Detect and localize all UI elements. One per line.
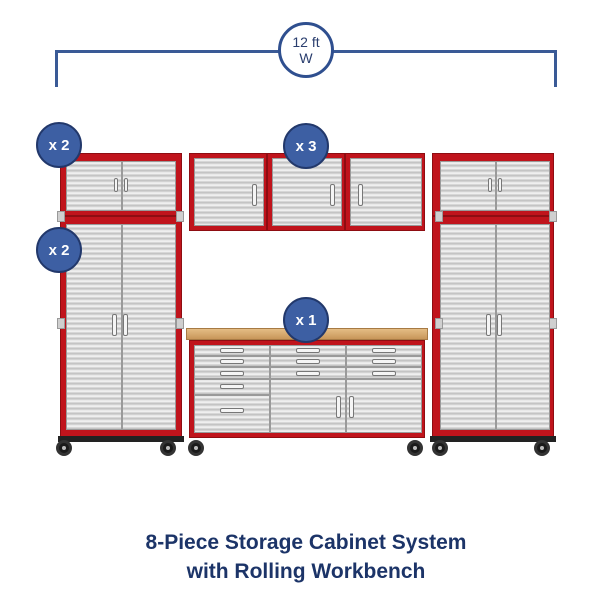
caption-line-2: with Rolling Workbench — [186, 560, 426, 583]
wall-cabinet-1 — [189, 153, 267, 231]
caption-line-1: 8-Piece Storage Cabinet System — [145, 531, 467, 554]
caster-wheel — [56, 440, 72, 456]
door-handle — [488, 178, 492, 192]
drawer-handle — [296, 348, 320, 353]
quantity-badge-workbench: x 1 — [283, 297, 329, 343]
door-handle — [358, 184, 363, 206]
caster-wheel — [160, 440, 176, 456]
door-handle — [123, 314, 128, 336]
door-handle — [498, 178, 502, 192]
quantity-badge-wall-cabinets: x 3 — [283, 123, 329, 169]
badge-text: x 1 — [295, 311, 317, 329]
wall-cabinet-3 — [345, 153, 425, 231]
door-handle — [252, 184, 257, 206]
drawer-handle — [296, 359, 320, 364]
drawer-handle — [220, 359, 244, 364]
drawer-handle — [220, 384, 244, 389]
door-handle — [349, 396, 354, 418]
door-handle — [124, 178, 128, 192]
drawer-handle — [220, 371, 244, 376]
quantity-badge-upper-cabinets: x 2 — [36, 122, 82, 168]
left-upper-door-left — [66, 161, 122, 211]
drawer-handle — [372, 348, 396, 353]
bracket — [435, 211, 443, 222]
drawer-handle — [296, 371, 320, 376]
right-upper-door-right — [496, 161, 550, 211]
right-upper-cabinet — [432, 153, 554, 216]
workbench-body — [189, 340, 425, 438]
bracket — [435, 318, 443, 329]
door-handle — [497, 314, 502, 336]
left-upper-cabinet — [60, 153, 182, 216]
dimension-value: 12 ft — [292, 34, 320, 50]
door-handle — [330, 184, 335, 206]
bracket — [549, 211, 557, 222]
width-dimension-left-tick — [55, 50, 58, 87]
product-caption: 8-Piece Storage Cabinet System with Roll… — [0, 528, 612, 586]
width-dimension-label: 12 ft W — [278, 22, 334, 78]
door-handle — [114, 178, 118, 192]
badge-text: x 2 — [48, 241, 70, 259]
bracket — [57, 211, 65, 222]
drawer — [194, 395, 270, 433]
left-tower-base — [58, 436, 184, 442]
caster-wheel — [407, 440, 423, 456]
right-upper-door-left — [440, 161, 496, 211]
bracket — [57, 318, 65, 329]
right-tall-cabinet — [432, 216, 554, 438]
left-tall-door-right — [122, 224, 176, 430]
drawer-handle — [372, 371, 396, 376]
badge-text: x 3 — [295, 137, 317, 155]
bracket — [176, 211, 184, 222]
door-handle — [486, 314, 491, 336]
drawer-handle — [372, 359, 396, 364]
left-upper-door-right — [122, 161, 176, 211]
caster-wheel — [534, 440, 550, 456]
drawer-handle — [220, 408, 244, 413]
bracket — [176, 318, 184, 329]
right-tall-door-right — [496, 224, 550, 430]
right-tower-base — [430, 436, 556, 442]
caster-wheel — [188, 440, 204, 456]
door-handle — [336, 396, 341, 418]
caster-wheel — [432, 440, 448, 456]
left-tall-cabinet — [60, 216, 182, 438]
workbench-door-right — [346, 379, 422, 433]
width-dimension-right-tick — [554, 50, 557, 87]
drawer-handle — [220, 348, 244, 353]
door-handle — [112, 314, 117, 336]
badge-text: x 2 — [48, 136, 70, 154]
dimension-unit-label: W — [299, 50, 313, 66]
quantity-badge-tall-cabinets: x 2 — [36, 227, 82, 273]
workbench-door-left — [270, 379, 346, 433]
bracket — [549, 318, 557, 329]
